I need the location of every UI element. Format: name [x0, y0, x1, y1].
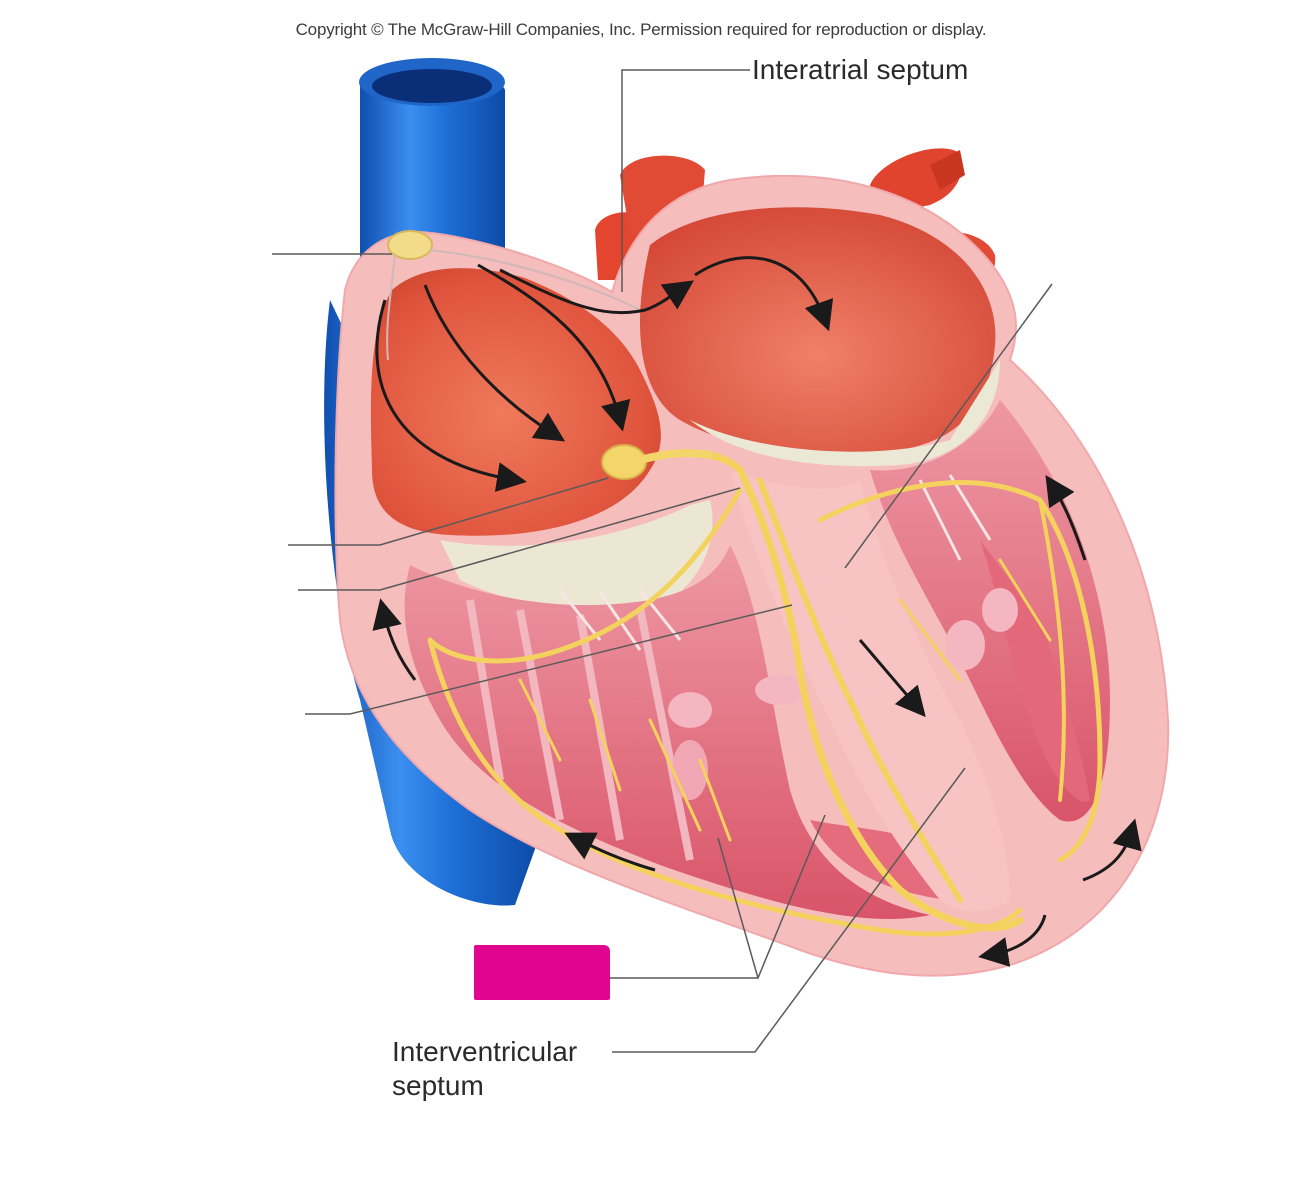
label-interventricular-septum: Interventricular septum: [392, 1035, 577, 1103]
leader-purkinje: [610, 814, 826, 979]
leader-right-bundle: [844, 283, 1053, 569]
leader-lines: [272, 69, 1053, 1053]
copyright-notice: Copyright © The McGraw-Hill Companies, I…: [295, 20, 987, 39]
right-atrium-chamber: [370, 268, 661, 536]
ventricular-impulse-arrows: [372, 474, 1142, 967]
label-interventricular-line2: septum: [392, 1070, 484, 1101]
leader-interatrial: [621, 69, 750, 292]
leader-bundle-branches: [305, 604, 793, 715]
tricuspid-valve-area: [440, 500, 713, 611]
av-node: [601, 444, 714, 480]
label-interatrial-septum: Interatrial septum: [752, 54, 969, 85]
sa-node: [387, 230, 433, 260]
leader-av-bundle: [298, 487, 741, 591]
label-interventricular-line1: Interventricular: [392, 1036, 578, 1067]
leader-av-node: [288, 477, 609, 546]
left-atrium-chamber: [640, 207, 996, 454]
atrial-impulse-arrows: [375, 256, 834, 492]
conduction-system: [427, 449, 1103, 937]
superior-vena-cava: [359, 58, 505, 261]
leader-interventricular: [612, 767, 966, 1053]
redacted-label-box: [474, 945, 610, 1000]
